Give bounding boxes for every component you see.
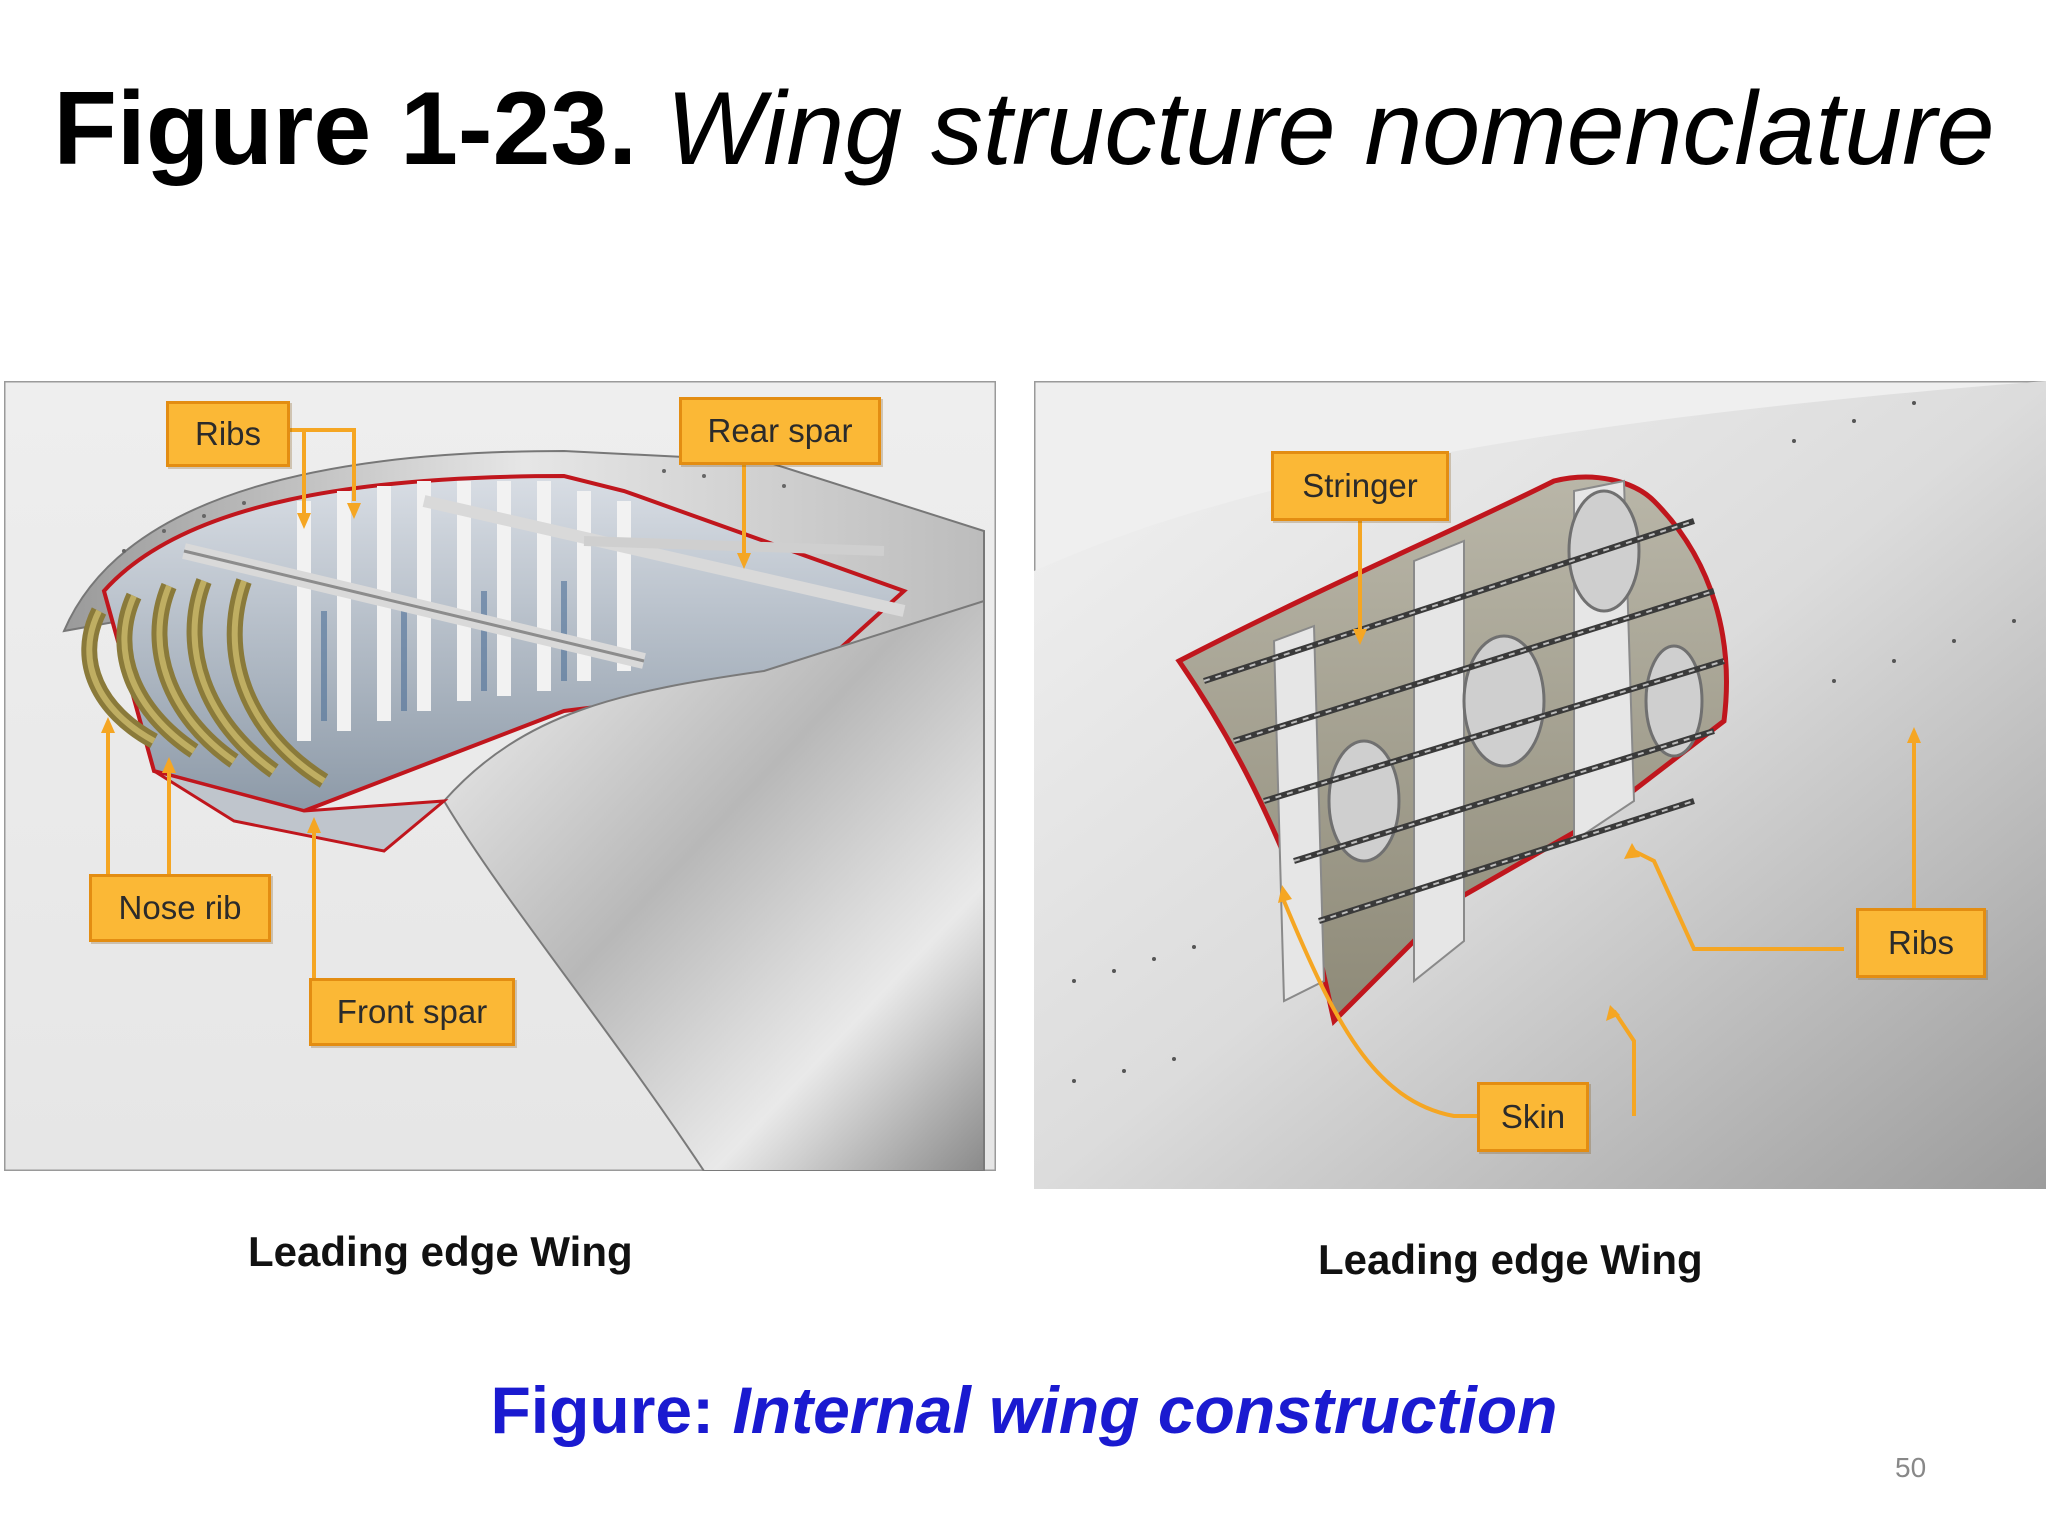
label-skin: Skin [1477,1082,1589,1152]
label-stringer: Stringer [1271,451,1449,521]
figure-title: Wing structure nomenclature [666,71,1995,187]
figure-number: Figure 1-23. [53,71,638,187]
figure-caption-prefix: Figure: [490,1373,715,1447]
label-ribs-right: Ribs [1856,908,1986,978]
label-front-spar: Front spar [309,978,515,1046]
left-wing-illustration [4,381,996,1171]
page-title: Figure 1-23. Wing structure nomenclature [0,62,2048,196]
figure-caption: Figure: Internal wing construction [0,1372,2048,1448]
figure-caption-text: Internal wing construction [732,1373,1558,1447]
left-wing-drawing [4,381,996,1171]
label-nose-rib: Nose rib [89,874,271,942]
label-rear-spar: Rear spar [679,397,881,465]
right-wing-drawing [1034,381,2046,1189]
right-wing-illustration [1034,381,2046,1189]
label-ribs-left: Ribs [166,401,290,467]
left-caption: Leading edge Wing [248,1228,633,1275]
right-caption: Leading edge Wing [1318,1236,1703,1283]
page-number: 50 [1895,1452,1927,1483]
